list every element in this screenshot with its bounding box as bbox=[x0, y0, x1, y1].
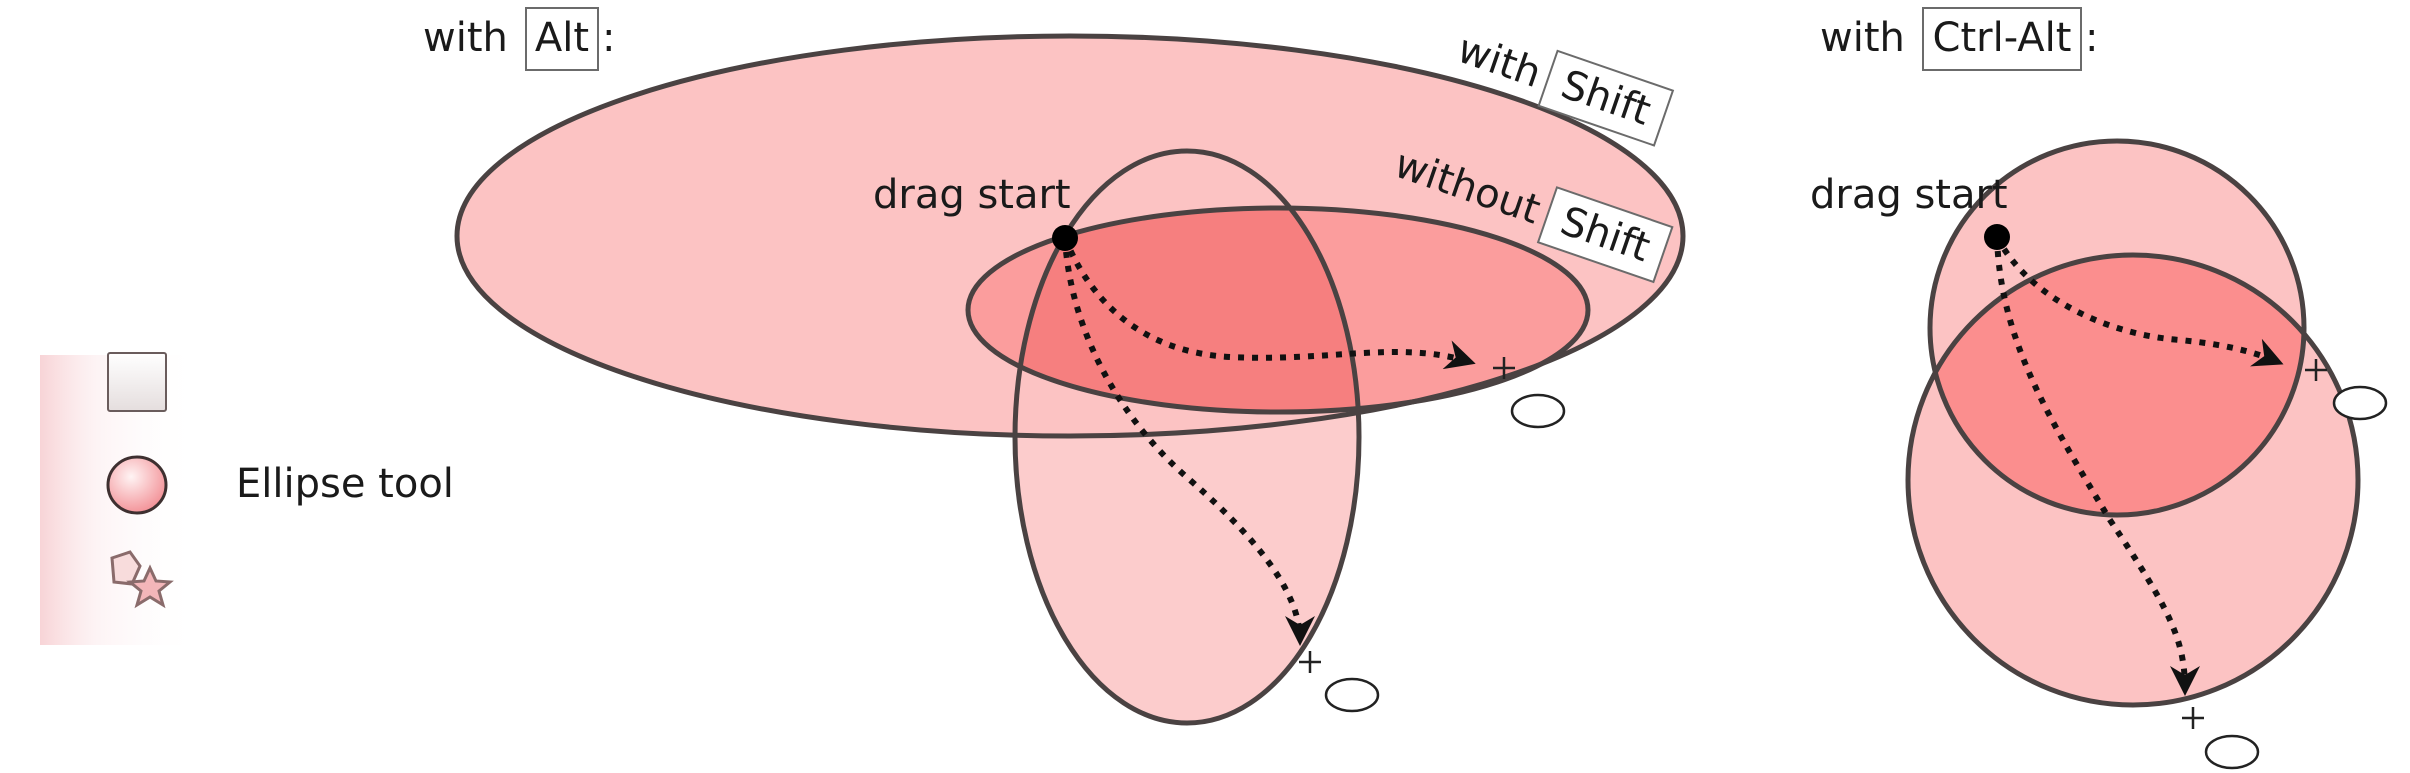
ellipse-cursor-icon bbox=[1299, 651, 1380, 713]
drag-start-point bbox=[1984, 224, 2010, 250]
ctrl-alt-key-box bbox=[1922, 7, 2082, 71]
alt-heading-prefix: with bbox=[423, 15, 508, 61]
ctrl-alt-key-label: Ctrl-Alt bbox=[1933, 15, 2072, 61]
ellipse-tool-icon[interactable] bbox=[106, 455, 168, 515]
alt-key-label: Alt bbox=[535, 15, 589, 61]
shift-key-box bbox=[1537, 49, 1675, 147]
with-shift-ellipse-outline bbox=[454, 33, 1686, 439]
toolbar: Ellipse tool bbox=[40, 352, 454, 645]
star-polygon-tool-icon[interactable] bbox=[110, 550, 174, 609]
drag-start-label: drag start bbox=[873, 172, 1071, 218]
ctrl-alt-heading-prefix: with bbox=[1820, 15, 1905, 61]
vertical-ellipse-outline bbox=[1012, 148, 1362, 726]
drag-start-point bbox=[1052, 225, 1078, 251]
alt-heading-suffix: : bbox=[602, 15, 615, 61]
alt-key-box bbox=[525, 7, 599, 71]
rectangle-tool-icon[interactable] bbox=[107, 352, 167, 412]
ellipse-overlap-region bbox=[1015, 208, 1359, 412]
large-circle-outline bbox=[1905, 252, 2361, 708]
shift-key-box bbox=[1536, 186, 1674, 284]
ellipse-cursor-icon bbox=[2182, 707, 2260, 770]
horizontal-drag-path bbox=[1062, 236, 1476, 370]
ctrl-alt-panel: with Ctrl-Alt : drag start bbox=[1810, 7, 2388, 770]
small-circle-outline bbox=[1927, 138, 2307, 518]
drag-start-label: drag start bbox=[1810, 172, 2008, 218]
ellipse-tool-label: Ellipse tool bbox=[236, 461, 454, 507]
ellipse-cursor-icon bbox=[1493, 357, 1566, 429]
ctrl-alt-heading-suffix: : bbox=[2085, 15, 2098, 61]
alt-panel: with Alt : drag start with bbox=[423, 7, 1686, 726]
horizontal-drag-path bbox=[1994, 235, 2284, 367]
ellipse-cursor-icon bbox=[2305, 359, 2388, 421]
without-shift-ellipse-outline bbox=[965, 205, 1591, 415]
